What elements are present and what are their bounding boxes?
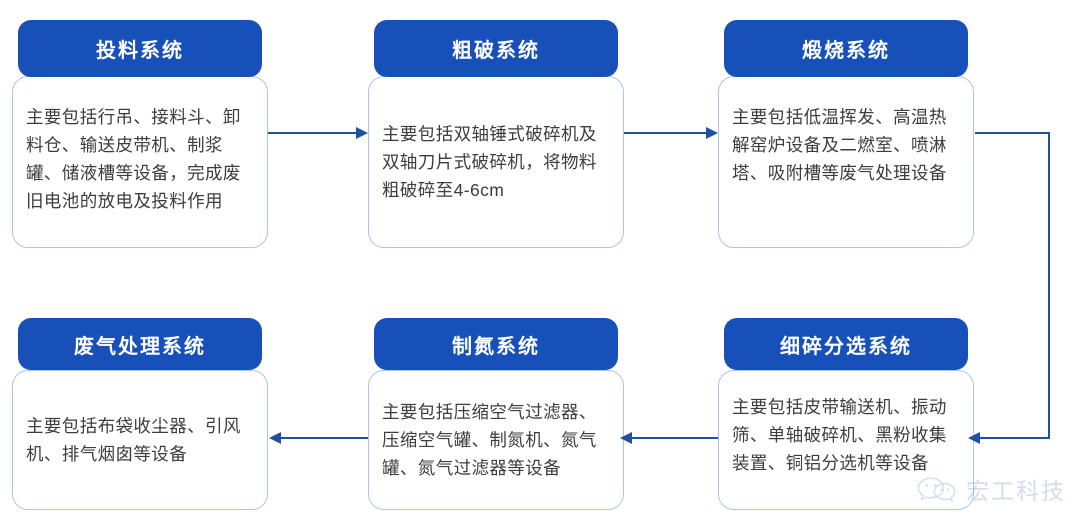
node-description-nitrogen-generation-system: 主要包括压缩空气过滤器、压缩空气罐、制氮机、氮气罐、氮气过滤器等设备 — [382, 402, 597, 478]
watermark-text: 宏工科技 — [966, 479, 1066, 505]
connector-nitrogen-to-exhaust-gas — [281, 437, 368, 440]
node-header-nitrogen-generation-system: 制氮系统 — [374, 318, 618, 370]
node-title-calcination-system: 煅烧系统 — [802, 40, 890, 62]
node-title-coarse-crushing-system: 粗破系统 — [452, 40, 540, 62]
arrowhead-feeding-to-coarse-crushing — [356, 126, 368, 139]
node-header-coarse-crushing-system: 粗破系统 — [374, 20, 618, 77]
node-description-calcination-system: 主要包括低温挥发、高温热解窑炉设备及二燃室、喷淋塔、吸附槽等废气处理设备 — [732, 107, 947, 183]
node-title-exhaust-gas-treatment-system: 废气处理系统 — [74, 335, 206, 358]
node-title-fine-crushing-sorting-system: 细碎分选系统 — [780, 335, 912, 358]
connector-feeding-to-coarse-crushing — [268, 132, 358, 135]
node-title-feeding-system: 投料系统 — [96, 40, 184, 62]
arrowhead-fine-crushing-to-nitrogen — [620, 431, 632, 444]
arrowhead-coarse-crushing-to-calcination — [706, 126, 718, 139]
node-header-fine-crushing-sorting-system: 细碎分选系统 — [724, 318, 968, 370]
node-header-feeding-system: 投料系统 — [18, 20, 262, 77]
node-body-feeding-system: 主要包括行吊、接料斗、卸料仓、输送皮带机、制浆罐、储液槽等设备，完成废旧电池的放… — [12, 76, 268, 248]
node-header-exhaust-gas-treatment-system: 废气处理系统 — [18, 318, 262, 370]
node-description-fine-crushing-sorting-system: 主要包括皮带输送机、振动筛、单轴破碎机、黑粉收集装置、铜铝分选机等设备 — [732, 397, 947, 473]
node-description-feeding-system: 主要包括行吊、接料斗、卸料仓、输送皮带机、制浆罐、储液槽等设备，完成废旧电池的放… — [26, 107, 241, 211]
connector-fine-crushing-to-nitrogen — [632, 437, 718, 440]
connector-coarse-crushing-to-calcination — [620, 132, 708, 135]
node-description-coarse-crushing-system: 主要包括双轴锤式破碎机及双轴刀片式破碎机，将物料粗破碎至4-6cm — [382, 124, 597, 200]
node-header-calcination-system: 煅烧系统 — [724, 20, 968, 77]
node-title-nitrogen-generation-system: 制氮系统 — [452, 335, 540, 358]
arrowhead-nitrogen-to-exhaust-gas — [269, 431, 281, 444]
node-body-calcination-system: 主要包括低温挥发、高温热解窑炉设备及二燃室、喷淋塔、吸附槽等废气处理设备 — [718, 76, 974, 248]
node-description-exhaust-gas-treatment-system: 主要包括布袋收尘器、引风机、排气烟囱等设备 — [26, 416, 241, 464]
connector-calcination-right-segment — [975, 132, 1050, 135]
arrowhead-calcination-to-fine-crushing — [968, 431, 980, 444]
node-body-exhaust-gas-treatment-system: 主要包括布袋收尘器、引风机、排气烟囱等设备 — [12, 370, 268, 510]
connector-calcination-down-segment — [1047, 132, 1050, 439]
node-body-fine-crushing-sorting-system: 主要包括皮带输送机、振动筛、单轴破碎机、黑粉收集装置、铜铝分选机等设备 — [718, 370, 974, 510]
connector-calcination-to-fine-crushing-segment — [980, 437, 1050, 440]
node-body-nitrogen-generation-system: 主要包括压缩空气过滤器、压缩空气罐、制氮机、氮气罐、氮气过滤器等设备 — [368, 370, 624, 510]
node-body-coarse-crushing-system: 主要包括双轴锤式破碎机及双轴刀片式破碎机，将物料粗破碎至4-6cm — [368, 76, 624, 248]
